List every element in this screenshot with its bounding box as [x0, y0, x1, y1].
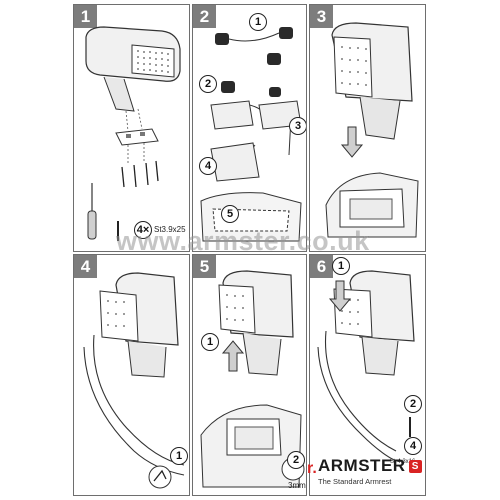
- screw-size-label: St3.9x25: [154, 225, 186, 234]
- armrest-exploded-drawing: [85, 26, 181, 241]
- brand-logo-mark: r.: [307, 460, 317, 477]
- quantity-badge: 4×: [134, 221, 152, 239]
- tool-size-label: 3mm: [288, 481, 306, 490]
- armrest-final-drawing: [317, 270, 415, 462]
- armrest-fitting-drawing: [200, 270, 305, 488]
- panel-step-2: 2 1 2 3 4 5: [192, 4, 307, 252]
- callout-6-1: 1: [332, 257, 350, 275]
- panel-step-3: 3: [309, 4, 426, 252]
- armrest-side-drawing: [83, 272, 185, 489]
- callout-2-1: 1: [249, 13, 267, 31]
- step-number-3: 3: [310, 5, 333, 28]
- panel-step-1: 1 4× St3.9x25: [73, 4, 190, 252]
- callout-6-4: 4: [404, 437, 422, 455]
- callout-2-4: 4: [199, 157, 217, 175]
- brand-tagline: The Standard Armrest: [318, 477, 392, 486]
- callout-5-2: 2: [287, 451, 305, 469]
- callout-4-1: 1: [170, 447, 188, 465]
- brand-name: ARMSTER: [318, 456, 406, 475]
- callout-2-3: 3: [289, 117, 306, 135]
- small-screw-label: St 4,3x16: [390, 459, 416, 465]
- panel-step-4: 4 1: [73, 254, 190, 496]
- panel-step-5: 5 1 2 3mm: [192, 254, 307, 496]
- watermark-text: www.armster.co.uk: [116, 226, 370, 256]
- brand-badge: S: [408, 460, 422, 473]
- screwdriver-icon: [87, 183, 97, 240]
- callout-2-5: 5: [221, 205, 239, 223]
- callout-2-2: 2: [199, 75, 217, 93]
- step-number-1: 1: [74, 5, 97, 28]
- armrest-mounting-drawing: [325, 22, 419, 238]
- step-number-5: 5: [193, 255, 216, 278]
- step-number-4: 4: [74, 255, 97, 278]
- panel-step-6: 6 1 2 4 St 4,3x16: [309, 254, 426, 496]
- step-number-6: 6: [310, 255, 333, 278]
- step-number-2: 2: [193, 5, 216, 28]
- callout-6-2: 2: [404, 395, 422, 413]
- callout-5-1: 1: [201, 333, 219, 351]
